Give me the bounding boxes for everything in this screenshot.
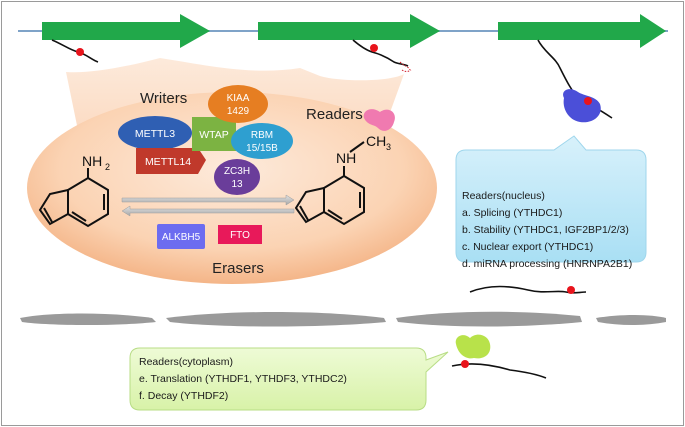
rbm-label-line2: 15/15B: [246, 143, 278, 154]
right-methyl-subscript: 3: [386, 142, 391, 152]
rna-strand-cytoplasm-1: [469, 285, 587, 294]
m6a-mark-5: [461, 360, 469, 368]
nuclear-membrane-1: [20, 313, 156, 325]
nucleus-callout-box: [455, 135, 647, 263]
alkbh5-label: ALKBH5: [162, 232, 201, 243]
m6a-mark-4: [567, 286, 575, 294]
m6a-mark-1: [76, 48, 84, 56]
kiaa-label-line1: KIAA: [227, 93, 250, 104]
zc3h-label-line2: 13: [231, 179, 243, 190]
gene-arrow-2: [258, 14, 440, 48]
mettl3-label: METTL3: [135, 128, 175, 140]
adenosine-molecule: [38, 168, 109, 228]
wtap-enzyme: [192, 117, 236, 151]
rna-strand-1: [51, 39, 99, 63]
zc3h13-enzyme: [214, 159, 260, 195]
readers-nucleus-item: d. miRNA processing (HNRNPA2B1): [462, 258, 633, 270]
rna-strand-2: [352, 39, 409, 67]
gene-arrow-3: [498, 14, 666, 48]
readers-cytoplasm-item: f. Decay (YTHDF2): [139, 390, 229, 402]
m6a-mark-2: [370, 44, 378, 52]
readers-nucleus-item: b. Stability (YTHDC1, IGF2BP1/2/3): [462, 224, 629, 236]
gene-arrow-1: [42, 14, 210, 48]
wtap-label: WTAP: [199, 129, 229, 141]
fto-enzyme: [218, 225, 262, 244]
nuclear-membrane-3: [396, 311, 582, 327]
rna-cleavage-mark: [399, 61, 412, 72]
readers-nucleus-title: Readers(nucleus): [462, 190, 545, 202]
m6a-mark-3: [584, 97, 592, 105]
mettl14-label: METTL14: [145, 156, 191, 168]
reader-protein-nucleus: [563, 89, 601, 123]
zc3h-label-line1: ZC3H: [224, 166, 250, 177]
readers-cytoplasm-list: Readers(cytoplasm) e. Translation (YTHDF…: [139, 354, 399, 405]
fto-label: FTO: [230, 230, 250, 241]
right-amine-group: NH: [336, 150, 356, 166]
readers-cytoplasm-title: Readers(cytoplasm): [139, 356, 233, 368]
readers-nucleus-list: Readers(nucleus) a. Splicing (YTHDC1) b.…: [462, 188, 662, 273]
readers-heading: Readers: [306, 106, 363, 123]
cytoplasm-callout-box: [129, 347, 449, 411]
alkbh5-enzyme: [157, 224, 205, 249]
methylation-arrow: [121, 194, 295, 206]
kiaa-label-line2: 1429: [227, 106, 250, 117]
left-amine-group: NH: [82, 153, 102, 169]
mettl3-enzyme: [118, 116, 192, 150]
right-methyl-group: CH: [366, 133, 386, 149]
readers-cytoplasm-item: e. Translation (YTHDF1, YTHDF3, YTHDC2): [139, 373, 347, 385]
rbm-label-line1: RBM: [251, 130, 273, 141]
mettl14-enzyme: [136, 148, 206, 174]
erasers-heading: Erasers: [212, 260, 264, 277]
reader-protein-cytoplasm: [455, 334, 491, 359]
rbm15-enzyme: [231, 123, 293, 159]
readers-nucleus-item: c. Nuclear export (YTHDC1): [462, 241, 594, 253]
kiaa1429-enzyme: [208, 85, 268, 123]
left-amine-subscript: 2: [105, 162, 110, 172]
reader-protein-pink: [363, 109, 395, 131]
writers-heading: Writers: [140, 90, 187, 107]
m6a-molecule: [294, 141, 365, 226]
nuclear-membrane-2: [166, 312, 386, 327]
demethylation-arrow: [121, 205, 295, 217]
readers-nucleus-item: a. Splicing (YTHDC1): [462, 207, 563, 219]
nuclear-membrane-4: [596, 315, 666, 325]
